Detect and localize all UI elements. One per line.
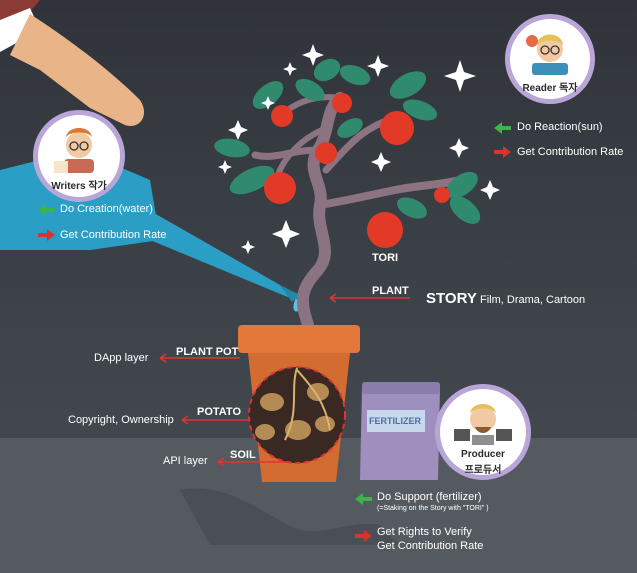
red-arrow-icon <box>355 530 372 542</box>
story-label: STORY <box>426 290 477 307</box>
sparkles <box>218 44 500 254</box>
writers-badge: Writers 작가 <box>33 110 125 202</box>
tomato <box>271 105 293 127</box>
plant-pot-description: DApp layer <box>94 352 149 364</box>
tomato <box>367 212 403 248</box>
plant-label: PLANT <box>372 285 409 297</box>
reader-action-reaction: Do Reaction(sun) <box>517 121 603 133</box>
fertilizer-bag <box>360 382 440 480</box>
producer-action-contribution: Get Contribution Rate <box>377 540 484 552</box>
tomato <box>434 187 450 203</box>
tomatoes <box>264 93 450 248</box>
soil-description: API layer <box>163 455 208 467</box>
producer-badge-label-en: Producer <box>461 449 505 460</box>
reader-action-contribution: Get Contribution Rate <box>517 146 624 158</box>
red-arrow-icon <box>494 146 511 158</box>
tomato <box>332 93 352 113</box>
tomato <box>264 172 296 204</box>
writers-badge-label: Writers 작가 <box>51 181 107 192</box>
potato-roots <box>248 366 346 464</box>
green-arrow-icon <box>38 204 55 216</box>
reader-badge: Reader 독자 <box>505 14 595 104</box>
label-arrows <box>159 293 410 467</box>
potato-description: Copyright, Ownership <box>68 414 174 426</box>
producer-badge: Producer 프로듀서 <box>435 384 531 480</box>
potato-label: POTATO <box>197 406 241 418</box>
producer-action-support-note: (=Staking on the Story with "TORI" ) <box>377 505 489 512</box>
soil-label: SOIL <box>230 449 256 461</box>
fertilizer-bag-label: FERTILIZER <box>369 416 421 426</box>
writer-arm <box>0 0 145 126</box>
producer-action-rights: Get Rights to Verify <box>377 526 472 538</box>
story-detail: Film, Drama, Cartoon <box>480 294 586 306</box>
floor-shadow <box>180 488 400 545</box>
green-arrow-icon <box>355 493 372 505</box>
writer-avatar-icon <box>54 128 94 173</box>
tomato <box>315 142 337 164</box>
plant-leaves <box>214 58 481 224</box>
legend-arrows <box>38 122 511 542</box>
red-arrow-icon <box>38 229 55 241</box>
writers-action-creation: Do Creation(water) <box>60 203 153 215</box>
tomato <box>380 111 414 145</box>
plant-pot-label: PLANT POT <box>176 346 239 358</box>
reader-badge-label: Reader 독자 <box>522 83 578 94</box>
reader-avatar-icon <box>526 34 568 75</box>
writers-action-contribution: Get Contribution Rate <box>60 229 167 241</box>
green-arrow-icon <box>494 122 511 134</box>
producer-avatar-icon <box>454 404 512 445</box>
tori-label: TORI <box>372 252 399 264</box>
producer-action-support: Do Support (fertilizer) <box>377 491 482 503</box>
producer-badge-label-ko: 프로듀서 <box>464 465 502 476</box>
